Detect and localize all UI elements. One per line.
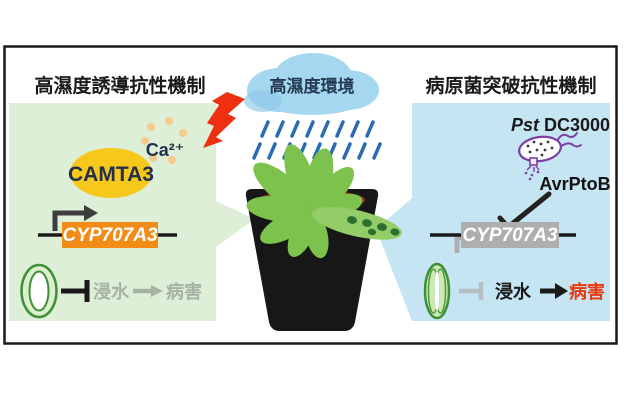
infected-leaf bbox=[311, 206, 402, 240]
cloud-icon bbox=[244, 53, 379, 115]
disease-lesions bbox=[347, 216, 400, 236]
calcium-label: Ca²⁺ bbox=[146, 140, 185, 160]
gene-label-right: CYP707A3 bbox=[462, 225, 557, 246]
flooding-label-right: 浸水 bbox=[495, 281, 532, 302]
camta3-ellipse bbox=[70, 148, 152, 198]
left-panel-title: 高濕度誘導抗性機制 bbox=[34, 74, 205, 97]
gene-box-active bbox=[62, 222, 158, 248]
arrow-muted bbox=[133, 285, 163, 297]
stoma-open-icon bbox=[20, 263, 58, 319]
secretion-system bbox=[529, 157, 538, 166]
camta3-label: CAMTA3 bbox=[68, 163, 154, 186]
flooding-label-left: 浸水 bbox=[93, 281, 130, 302]
gene-label-left: CYP707A3 bbox=[62, 225, 157, 246]
right-panel-title: 病原菌突破抗性機制 bbox=[425, 74, 596, 97]
stoma-closed-icon bbox=[423, 262, 451, 320]
lightning-icon bbox=[203, 92, 245, 148]
disease-label-right: 病害 bbox=[569, 281, 605, 302]
inhibition-bar-muted bbox=[459, 282, 484, 300]
effector-spray bbox=[526, 165, 540, 172]
disease-label-left: 病害 bbox=[166, 281, 202, 302]
left-panel-background bbox=[9, 103, 255, 321]
gene-box-inactive bbox=[461, 222, 559, 248]
inhibition-bar-active bbox=[61, 280, 90, 302]
arrow-active bbox=[540, 283, 568, 299]
bacterium-icon bbox=[518, 132, 582, 181]
promoter-arrow-active bbox=[52, 205, 98, 231]
plant-icon bbox=[245, 144, 402, 331]
effector-label: AvrPtoB bbox=[539, 174, 610, 194]
cloud-label: 高濕度環境 bbox=[270, 76, 355, 96]
calcium-ions bbox=[141, 117, 187, 164]
